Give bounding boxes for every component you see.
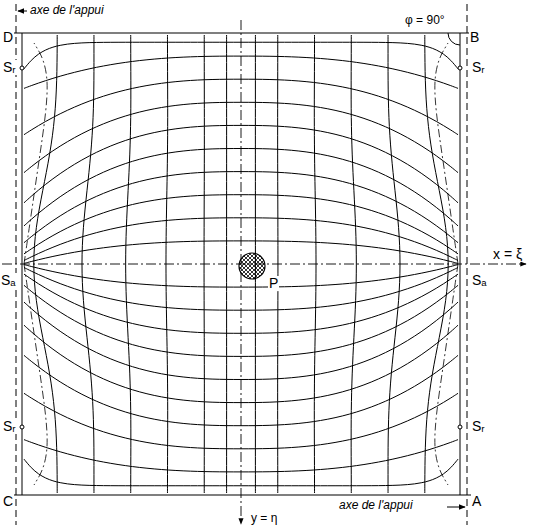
stress-trajectory: [24, 42, 458, 69]
diagram-label: Sᵣ: [471, 419, 486, 434]
diagram-label: φ = 90°: [404, 14, 446, 27]
support-point: [20, 66, 24, 70]
stress-trajectory: [82, 35, 94, 493]
stress-trajectory: [24, 285, 458, 356]
stress-trajectory: [24, 459, 458, 486]
stress-trajectory: [34, 35, 57, 493]
stress-trajectory: [126, 35, 131, 493]
stress-trajectory: [425, 35, 448, 493]
diagram-label: Sₐ: [0, 273, 17, 288]
support-point: [458, 425, 462, 429]
stress-trajectory: [166, 35, 168, 493]
stress-trajectory: [351, 35, 356, 493]
diagram-label: Sₐ: [471, 273, 488, 288]
diagram-label: x = ξ: [492, 247, 523, 262]
stress-trajectory: [277, 35, 278, 493]
leader-arrow: [447, 507, 465, 508]
load-area: [239, 253, 265, 279]
stress-trajectory: [24, 79, 458, 134]
stress-trajectory: [24, 195, 458, 254]
stress-trajectory: [24, 302, 458, 379]
stress-trajectory: [204, 35, 205, 493]
diagram-label: A: [471, 494, 482, 509]
stress-trajectory: [226, 35, 227, 493]
diagram-label: Sᵣ: [471, 60, 486, 75]
stress-trajectory: [24, 274, 458, 333]
stress-trajectory: [24, 393, 458, 448]
stress-trajectory: [24, 440, 458, 472]
isostatic-dashdot: [435, 43, 458, 264]
stress-trajectory: [24, 149, 458, 226]
diagram-label: Sᵣ: [2, 60, 17, 75]
stress-trajectory: [24, 355, 458, 425]
stress-trajectory: [24, 56, 458, 88]
leader-arrow: [18, 11, 27, 12]
support-axis: [467, 4, 468, 525]
diagram-label: y = η: [250, 512, 278, 525]
diagram-label: B: [469, 30, 480, 45]
support-axis-label: axe de l'appui: [338, 499, 414, 512]
stress-trajectory: [24, 325, 458, 402]
angle-arc: [448, 33, 460, 45]
support-point: [458, 66, 462, 70]
stress-trajectory: [24, 172, 458, 243]
stress-trajectory: [314, 35, 316, 493]
isostatic-dashdot: [24, 43, 47, 264]
diagram-label: P: [268, 276, 279, 291]
isostatic-dashdot: [24, 264, 47, 485]
diagram-label: C: [2, 494, 14, 509]
isostatic-dashdot: [435, 264, 458, 485]
stress-trajectory: [388, 35, 400, 493]
support-point: [20, 425, 24, 429]
diagram-label: D: [2, 30, 14, 45]
stress-trajectory: [24, 125, 458, 202]
stress-trajectories: [24, 35, 458, 493]
support-axis: [16, 4, 17, 525]
stress-trajectory: [24, 102, 458, 172]
stress-trajectory: [24, 218, 458, 261]
diagram-label: Sᵣ: [2, 419, 17, 434]
support-axis-label: axe de l'appui: [29, 4, 105, 17]
